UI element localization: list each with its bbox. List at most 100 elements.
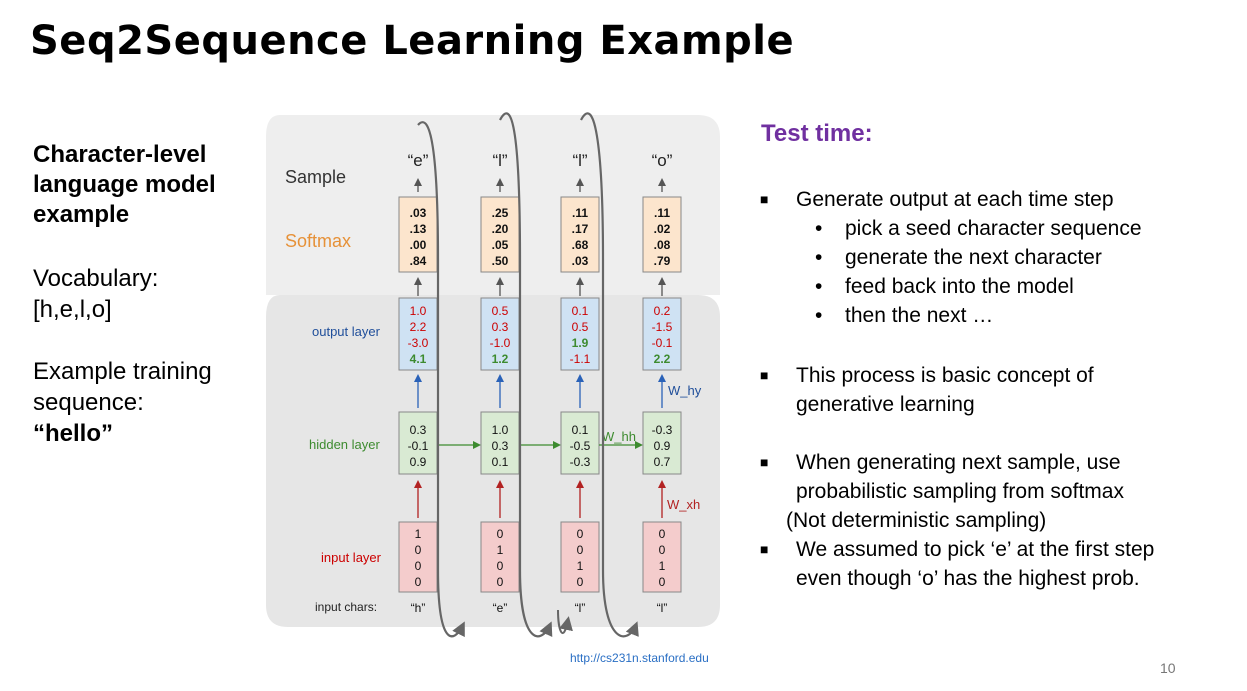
output-box [480,297,520,371]
feedback-loop-head [557,609,573,635]
hidden-box [642,411,682,475]
input-char: “e” [493,601,508,615]
input-char: “h” [411,601,426,615]
feedback-loop-2 [499,112,553,638]
left-heading-line: language model [33,171,216,198]
hidden-value: 0.7 [654,455,671,469]
bullet-2: This process is basic concept of generat… [796,361,1094,419]
output-value: 4.1 [410,352,427,366]
bullet-1: Generate output at each time step [796,188,1114,211]
softmax-value: .84 [410,254,427,268]
test-time-heading: Test time: [761,120,873,147]
output-value: 0.5 [572,320,589,334]
input-char: “l” [575,601,586,615]
left-heading-line: Character-level [33,141,207,168]
feedback-loop-1 [417,121,465,638]
sample-char: “l” [572,151,587,170]
hidden-value: 0.9 [410,455,427,469]
sub-bullet-2: generate the next character [845,246,1102,269]
softmax-value: .68 [572,238,589,252]
softmax-value: .08 [654,238,671,252]
hidden-value: -0.5 [570,439,591,453]
vocabulary-label: Vocabulary: [33,265,159,292]
input-value: 0 [497,575,504,589]
input-value: 0 [497,559,504,573]
hidden-value: -0.1 [408,439,429,453]
input-value: 0 [415,543,422,557]
input-value: 1 [577,559,584,573]
hidden-value: 0.1 [492,455,509,469]
wxh-label: W_xh [667,497,700,512]
bullet-2-line: This process is basic concept of [796,364,1094,387]
softmax-value: .13 [410,222,427,236]
output-value: 0.2 [654,304,671,318]
input-value: 0 [415,575,422,589]
bullet-dot: • [815,217,823,240]
softmax-value: .20 [492,222,509,236]
hidden-value: 0.3 [410,423,427,437]
hidden-value: 0.3 [492,439,509,453]
output-value: 0.1 [572,304,589,318]
sub-bullet-1: pick a seed character sequence [845,217,1142,240]
output-value: -0.1 [652,336,673,350]
input-value: 1 [497,543,504,557]
output-layer-label: output layer [312,324,381,339]
source-link[interactable]: http://cs231n.stanford.edu [570,651,709,665]
softmax-value: .11 [572,206,588,220]
output-box [398,297,438,371]
hidden-value: -0.3 [652,423,673,437]
input-box [560,521,600,593]
input-chars-label: input chars: [315,600,377,614]
input-value: 1 [659,559,666,573]
softmax-box [398,196,438,273]
softmax-value: .05 [492,238,509,252]
output-value: 0.5 [492,304,509,318]
sub-bullet-4: then the next … [845,304,994,327]
input-value: 0 [577,575,584,589]
output-value: -1.0 [490,336,511,350]
vocabulary-value: [h,e,l,o] [33,296,112,323]
example-label: sequence: [33,389,144,416]
output-value: -1.1 [570,352,591,366]
hidden-value: -0.3 [570,455,591,469]
softmax-value: .11 [654,206,670,220]
bullet-3: When generating next sample, use probabi… [796,448,1124,506]
bullet-3-line: When generating next sample, use [796,451,1121,474]
hidden-box [398,411,438,475]
bullet-2-line: generative learning [796,393,975,416]
bullet-dot: • [815,246,823,269]
bullet-3-line: probabilistic sampling from softmax [796,480,1124,503]
bullet-dot: • [815,275,823,298]
input-value: 1 [415,527,422,541]
input-box [480,521,520,593]
rnn-diagram: Sample Softmax output layer hidden layer… [266,112,720,638]
bullet-4-line: even though ‘o’ has the highest prob. [796,567,1140,590]
bullet-4: We assumed to pick ‘e’ at the first step… [796,535,1154,593]
output-value: 1.2 [492,352,509,366]
example-text: Example training sequence: “hello” [33,356,212,449]
softmax-value: .02 [654,222,671,236]
hidden-box [560,411,600,475]
softmax-value: .25 [492,206,509,220]
input-char: “l” [657,601,668,615]
output-value: -1.5 [652,320,673,334]
left-heading: Character-level language model example [33,140,216,230]
hidden-value: 0.9 [654,439,671,453]
hidden-value: 0.1 [572,423,589,437]
softmax-box [560,196,600,273]
softmax-value: .00 [410,238,427,252]
hidden-value: 1.0 [492,423,509,437]
vocabulary-text: Vocabulary: [h,e,l,o] [33,263,158,325]
bullet-square: ■ [760,367,769,383]
example-label: Example training [33,358,212,385]
why-label: W_hy [668,383,702,398]
input-value: 0 [659,527,666,541]
output-value: -3.0 [408,336,429,350]
bullet-4-line: We assumed to pick ‘e’ at the first step [796,538,1155,561]
example-word: “hello” [33,420,114,447]
page-number: 10 [1160,660,1176,676]
input-value: 0 [415,559,422,573]
input-value: 0 [497,527,504,541]
output-value: 1.9 [572,336,589,350]
output-value: 2.2 [410,320,427,334]
